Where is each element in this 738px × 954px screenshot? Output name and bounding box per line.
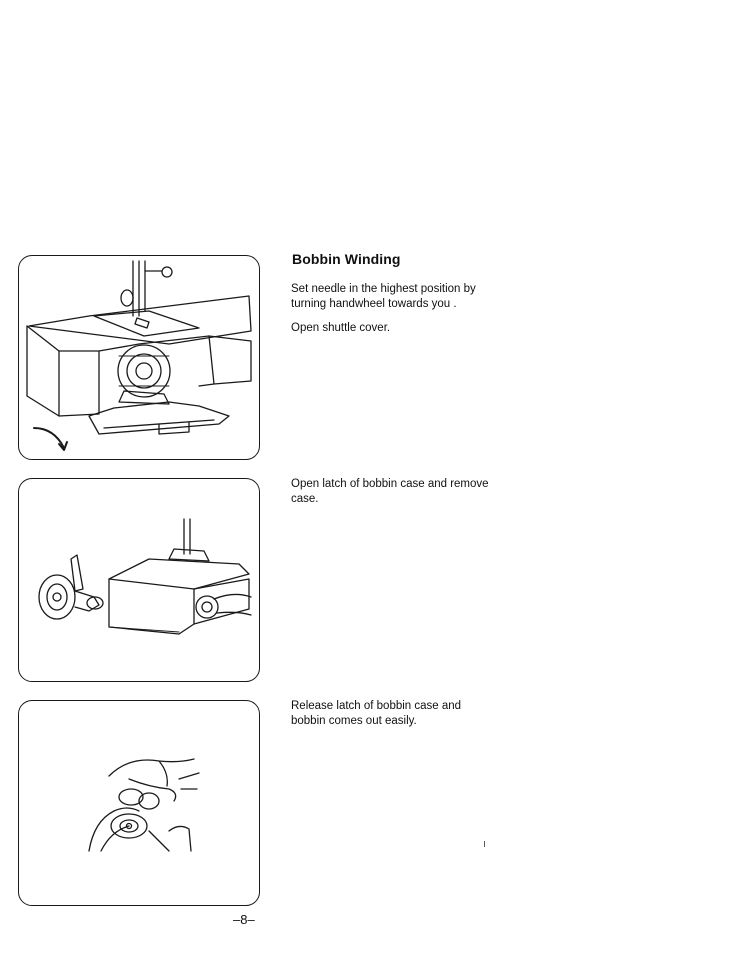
bobbin-case-removal-illustration xyxy=(38,518,252,635)
illustration-remove-bobbin-case xyxy=(18,478,260,682)
section-title: Bobbin Winding xyxy=(292,251,401,267)
illustration-open-shuttle-cover xyxy=(18,255,260,460)
stray-mark: ı xyxy=(483,838,487,850)
step-release-latch: Release latch of bobbin case and bobbin … xyxy=(291,700,462,727)
bobbin-release-hands-illustration xyxy=(88,758,200,852)
step-set-needle: Set needle in the highest position by tu… xyxy=(291,283,476,310)
page-number: –8– xyxy=(233,912,255,927)
sewing-machine-open-shuttle-cover-illustration xyxy=(26,260,252,451)
illustration-release-bobbin xyxy=(18,700,260,906)
step-open-shuttle-cover: Open shuttle cover. xyxy=(291,322,391,334)
step-open-latch: Open latch of bobbin case and remove cas… xyxy=(291,478,489,505)
